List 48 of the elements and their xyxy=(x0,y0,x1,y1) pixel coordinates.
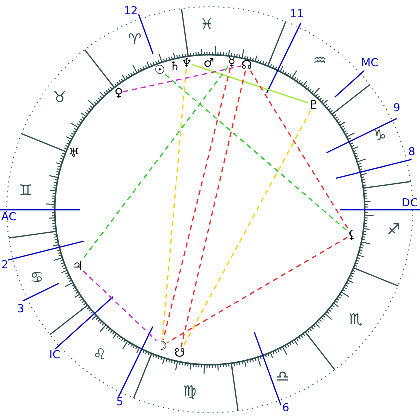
zodiac-sign-symbol: ♑ xyxy=(373,128,387,144)
zodiac-sign-symbol: ♏ xyxy=(349,312,363,328)
aspect-line xyxy=(162,68,188,340)
zodiac-sign-symbol: ♎ xyxy=(276,370,290,384)
zodiac-sign-symbol: ♓ xyxy=(200,18,214,32)
house-label: 9 xyxy=(394,102,400,114)
zodiac-sign-symbol: ♒ xyxy=(313,54,327,68)
planet-symbol: ☽ xyxy=(156,340,168,352)
house-label: 12 xyxy=(124,6,138,16)
house-label: 8 xyxy=(408,146,416,158)
planet-symbol: ☿ xyxy=(228,56,236,68)
planet-symbol: ♅ xyxy=(68,147,80,159)
zodiac-sign-symbol: ♌ xyxy=(93,348,107,362)
planet-symbol: ☉ xyxy=(154,64,166,76)
aspect-line xyxy=(192,64,309,104)
planet-symbol: ♄ xyxy=(170,60,180,72)
zodiac-sign-symbol: ♉ xyxy=(53,90,67,106)
zodiac-sign-symbol: ♋ xyxy=(30,270,44,286)
aspect-line xyxy=(167,237,348,344)
planet-symbol: ♆ xyxy=(182,57,192,69)
house-label: AC xyxy=(2,212,16,222)
planet-symbol: ⚸ xyxy=(348,229,356,241)
aspect-line xyxy=(82,270,158,342)
planet-symbol: ☋ xyxy=(174,347,186,359)
zodiac-sign-symbol: ♈ xyxy=(128,32,142,48)
house-label: DC xyxy=(402,198,418,208)
aspect-line xyxy=(182,110,312,348)
zodiac-sign-symbol: ♐ xyxy=(387,222,401,238)
planet-symbol: ♂ xyxy=(204,57,214,69)
aspect-line xyxy=(250,70,349,230)
planet-symbol: ☊ xyxy=(242,59,252,71)
zodiac-sign-symbol: ♍ xyxy=(183,384,197,400)
zodiac-sign-symbol: ♊ xyxy=(19,184,33,198)
house-label: IC xyxy=(50,350,60,360)
house-label: 11 xyxy=(290,8,304,20)
aspect-line xyxy=(82,66,229,260)
planet-symbol: ♀ xyxy=(114,87,124,99)
aspect-line xyxy=(162,68,232,340)
planet-symbol: ♃ xyxy=(72,260,84,272)
house-label: MC xyxy=(361,58,379,68)
house-label: 5 xyxy=(116,396,124,408)
house-label: 2 xyxy=(2,260,8,270)
house-label: 6 xyxy=(282,402,290,414)
aspect-line xyxy=(180,70,246,348)
planet-symbol: ♇ xyxy=(308,99,320,111)
aspect-line xyxy=(123,66,242,93)
house-label: 3 xyxy=(18,304,24,314)
aspect-line xyxy=(165,74,348,232)
